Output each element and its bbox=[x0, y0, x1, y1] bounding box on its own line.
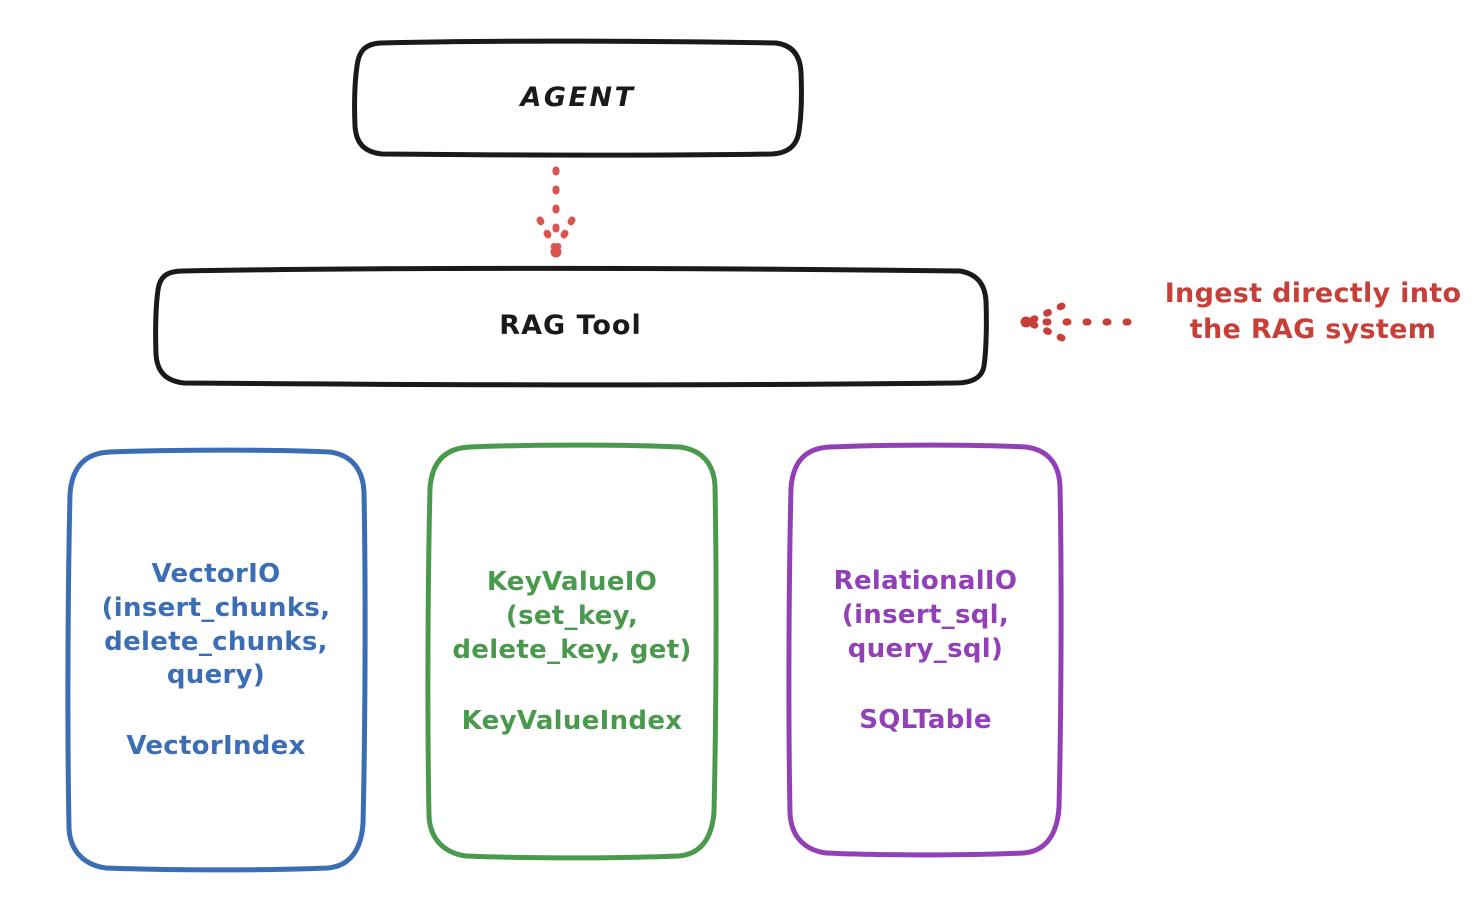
ingest-annotation-text: Ingest directly into the RAG system bbox=[1164, 278, 1462, 345]
rag-tool-node-label: RAG Tool bbox=[499, 310, 642, 342]
agent-node[interactable]: AGENT bbox=[355, 42, 801, 154]
rag-tool-node[interactable]: RAG Tool bbox=[155, 269, 986, 383]
relational-io-node[interactable]: RelationalIO (insert_sql, query_sql) SQL… bbox=[790, 445, 1061, 855]
key-value-io-node[interactable]: KeyValueIO (set_key, delete_key, get) Ke… bbox=[428, 445, 716, 857]
relational-io-api-label: RelationalIO (insert_sql, query_sql) bbox=[833, 566, 1018, 664]
ingest-to-rag-tool-connector bbox=[1020, 302, 1132, 342]
vector-index-label: VectorIndex bbox=[126, 731, 306, 762]
agent-to-rag-tool-connector bbox=[536, 166, 576, 258]
key-value-io-api-label: KeyValueIO (set_key, delete_key, get) bbox=[452, 567, 692, 665]
key-value-index-label: KeyValueIndex bbox=[461, 705, 683, 736]
vector-io-node[interactable]: VectorIO (insert_chunks, delete_chunks, … bbox=[68, 450, 364, 869]
agent-node-label: AGENT bbox=[520, 82, 636, 114]
sql-table-label: SQLTable bbox=[859, 704, 992, 735]
vector-io-api-label: VectorIO (insert_chunks, delete_chunks, … bbox=[101, 558, 331, 691]
